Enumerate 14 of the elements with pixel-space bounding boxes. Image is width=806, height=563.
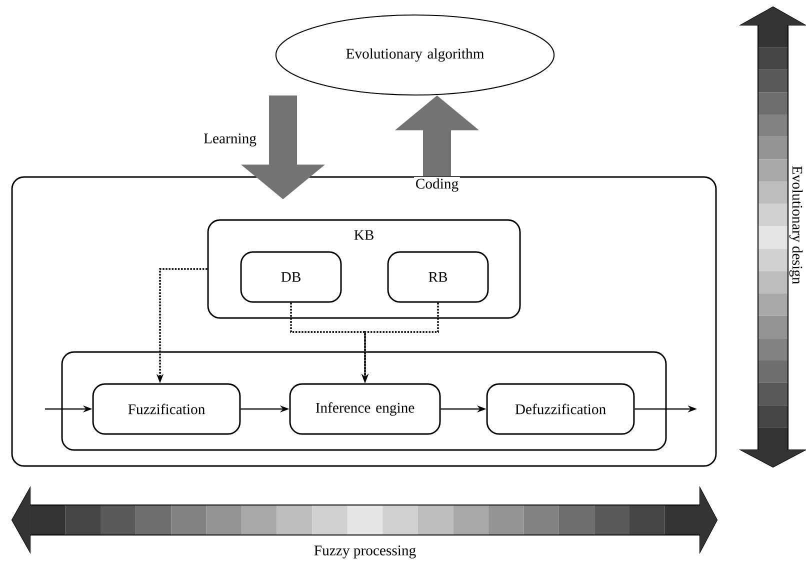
panel-box	[61, 351, 667, 451]
edge-label: Coding	[414, 177, 460, 193]
panel-box	[11, 176, 717, 467]
axis-label: Fuzzy processing	[314, 546, 416, 558]
process-box: DB	[240, 251, 342, 303]
process-box: Defuzzification	[486, 383, 635, 435]
block-arrow	[241, 96, 325, 200]
edge-label: Learning	[202, 132, 258, 148]
block-arrow	[395, 96, 479, 176]
axis-label: Evolutionary design	[789, 166, 803, 284]
ellipse-node: Evolutionary algorithm	[275, 14, 555, 96]
process-box: RB	[387, 251, 489, 303]
process-box: Inference engine	[289, 383, 441, 435]
process-box: Fuzzification	[92, 383, 241, 435]
